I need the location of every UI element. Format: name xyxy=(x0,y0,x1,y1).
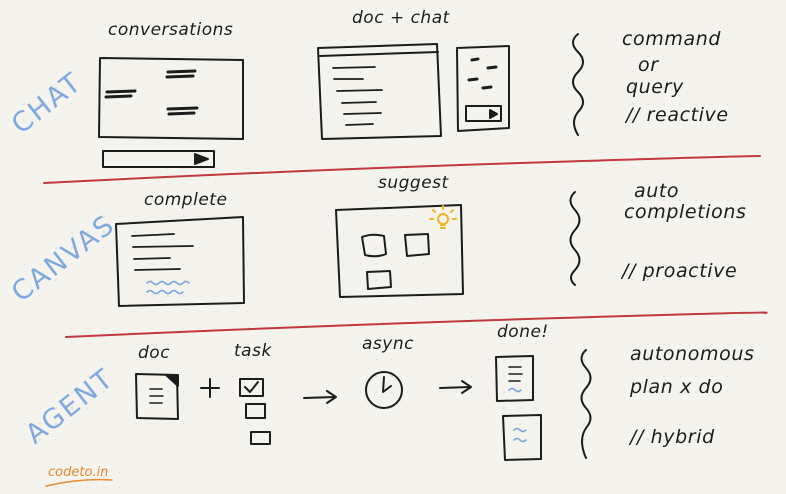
lightbulb-icon xyxy=(429,205,457,229)
arrow-to-async xyxy=(303,390,337,404)
chat-input-bar xyxy=(102,150,215,168)
note-command: command xyxy=(622,28,722,50)
clock-icon xyxy=(365,371,403,409)
caption-done: done! xyxy=(497,322,549,342)
note-auto: auto xyxy=(634,180,680,202)
note-query: query xyxy=(626,76,684,98)
complete-window xyxy=(115,216,245,307)
note-proactive: // proactive xyxy=(622,260,738,282)
suggest-window xyxy=(335,204,464,298)
note-plan-x-do: plan x do xyxy=(630,376,724,398)
divider-chat-canvas xyxy=(43,155,761,184)
note-completions: completions xyxy=(624,201,747,223)
caption-conversations: conversations xyxy=(108,20,234,40)
note-reactive: // reactive xyxy=(626,104,729,126)
task-icon xyxy=(239,378,271,445)
note-hybrid: // hybrid xyxy=(630,426,715,448)
doc-window xyxy=(317,43,442,140)
caption-complete: complete xyxy=(144,190,228,210)
brand-underline xyxy=(45,478,113,487)
caption-task: task xyxy=(234,341,272,361)
arrow-to-done xyxy=(439,380,472,394)
brand-signature: codeto.in xyxy=(48,465,109,480)
note-autonomous: autonomous xyxy=(630,343,755,365)
divider-canvas-agent xyxy=(65,311,768,338)
chat-panel xyxy=(456,45,510,132)
brace-canvas xyxy=(569,191,581,286)
done-doc-2-icon xyxy=(502,414,542,461)
caption-doc: doc xyxy=(138,343,171,363)
brace-chat xyxy=(572,33,584,136)
agent-doc-icon xyxy=(135,373,179,420)
note-or: or xyxy=(638,54,659,76)
conversations-window xyxy=(98,57,244,140)
caption-doc-chat: doc + chat xyxy=(352,8,450,28)
done-doc-icon xyxy=(495,355,534,402)
plus-sign xyxy=(200,378,220,398)
caption-async: async xyxy=(362,334,414,354)
caption-suggest: suggest xyxy=(378,173,449,193)
brace-agent xyxy=(580,349,592,459)
